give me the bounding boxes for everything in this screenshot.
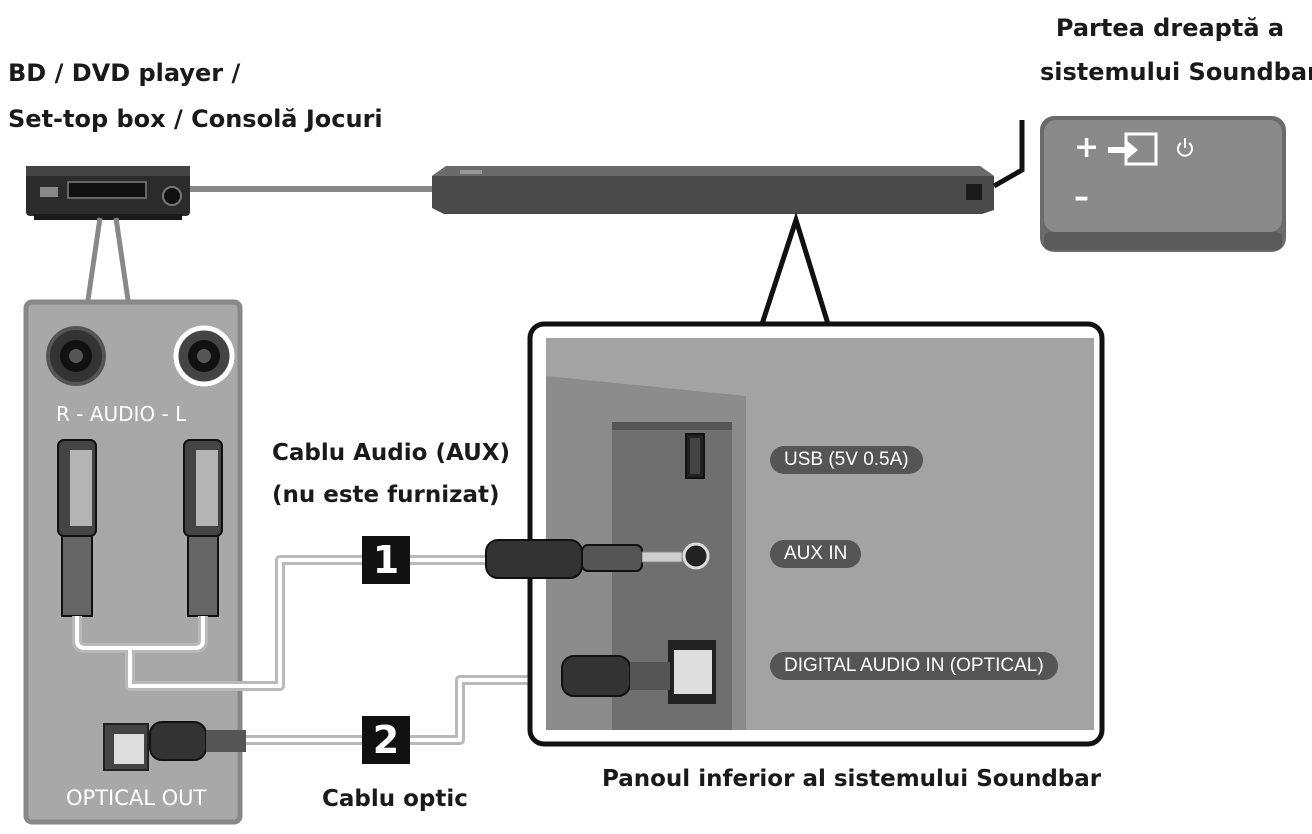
digital-audio-in-port-label: DIGITAL AUDIO IN (OPTICAL) bbox=[770, 652, 1058, 680]
minus-icon: – bbox=[1074, 180, 1089, 215]
right-side-title-line1: Partea dreaptă a bbox=[1055, 14, 1285, 42]
bottom-panel-caption: Panoul inferior al sistemului Soundbar bbox=[602, 766, 1102, 792]
optical-out-label: OPTICAL OUT bbox=[66, 786, 207, 810]
right-side-title-line2: sistemului Soundbar bbox=[1040, 58, 1312, 86]
aux-cable-line2: (nu este furnizat) bbox=[272, 482, 500, 508]
aux-cable-caption: Cablu Audio (AUX) (nu este furnizat) bbox=[272, 432, 510, 516]
bottom-panel-callout bbox=[485, 211, 1105, 747]
step-1-badge: 1 bbox=[362, 536, 410, 584]
source-panel-callout bbox=[23, 217, 246, 825]
source-device bbox=[26, 166, 190, 220]
optical-cable-caption: Cablu optic bbox=[322, 786, 468, 812]
audio-rl-label: R - AUDIO - L bbox=[56, 402, 187, 426]
right-side-title: Partea dreaptă a sistemului Soundbar bbox=[1040, 6, 1312, 94]
plus-icon: + bbox=[1074, 130, 1100, 165]
aux-cable-line1: Cablu Audio (AUX) bbox=[272, 440, 510, 466]
aux-in-port-label: AUX IN bbox=[770, 540, 862, 568]
step-2-badge: 2 bbox=[362, 716, 410, 764]
source-title-line2: Set-top box / Consolă Jocuri bbox=[8, 105, 383, 133]
source-device-title: BD / DVD player / Set-top box / Consolă … bbox=[8, 50, 383, 142]
soundbar bbox=[432, 166, 994, 214]
right-side-callout bbox=[992, 116, 1286, 252]
source-title-line1: BD / DVD player / bbox=[8, 59, 241, 87]
usb-port-label: USB (5V 0.5A) bbox=[770, 446, 923, 474]
